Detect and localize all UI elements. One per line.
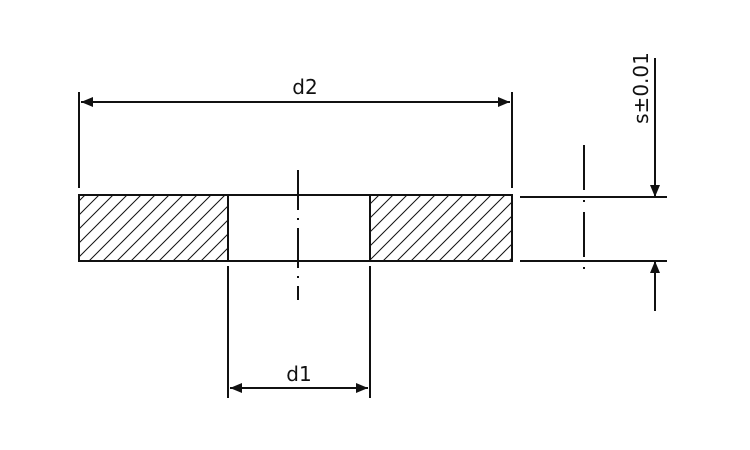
d1-label: d1 — [286, 362, 311, 386]
washer-section-right — [369, 194, 513, 262]
washer-section-left — [78, 194, 229, 262]
d2-label: d2 — [292, 75, 317, 99]
thickness-label: s±0.01 — [629, 52, 653, 124]
